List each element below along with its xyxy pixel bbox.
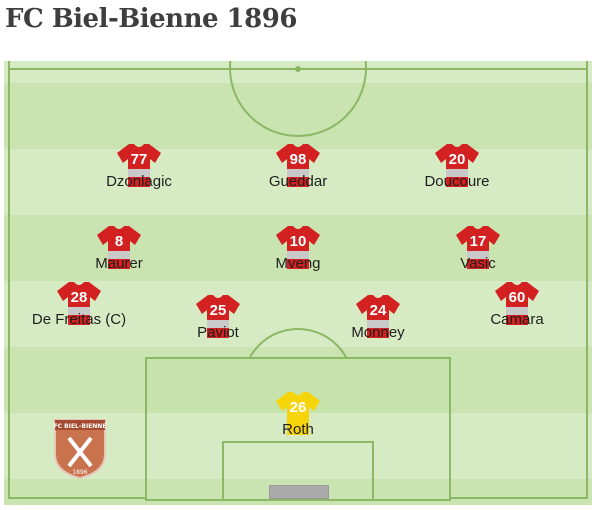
shirt-icon: 98 xyxy=(274,141,322,189)
player-number: 26 xyxy=(289,399,307,416)
shirt-icon: 8 xyxy=(95,223,143,271)
player-doucoure[interactable]: 20 Doucoure xyxy=(392,141,522,190)
player-number: 10 xyxy=(289,233,307,250)
player-number: 77 xyxy=(130,151,148,168)
club-crest: FC BIEL-BIENNE 1896 xyxy=(54,419,107,480)
player-number: 28 xyxy=(70,289,88,306)
player-name: Roth xyxy=(282,421,314,438)
player-name: Paviot xyxy=(197,324,239,341)
svg-text:FC BIEL-BIENNE: FC BIEL-BIENNE xyxy=(54,423,107,430)
player-number: 20 xyxy=(448,151,466,168)
pitch: FC BIEL-BIENNE 1896 77 Dzonlagic 98 Gued… xyxy=(4,61,592,505)
shirt-icon: 77 xyxy=(115,141,163,189)
shirt-icon: 24 xyxy=(354,292,402,340)
player-camara[interactable]: 60 Camara xyxy=(452,279,582,328)
shirt-icon: 25 xyxy=(194,292,242,340)
player-monney[interactable]: 24 Monney xyxy=(313,292,443,341)
player-vasic[interactable]: 17 Vasic xyxy=(413,223,543,272)
team-title: FC Biel-Bienne 1896 xyxy=(5,4,297,34)
player-number: 25 xyxy=(209,302,227,319)
player-number: 98 xyxy=(289,151,307,168)
player-number: 24 xyxy=(369,302,387,319)
player-roth[interactable]: 26 Roth xyxy=(233,389,363,438)
shirt-icon: 20 xyxy=(433,141,481,189)
player-name: Vasic xyxy=(460,255,496,272)
player-name: Doucoure xyxy=(424,173,490,190)
goal xyxy=(269,485,329,499)
player-de-freitas-c[interactable]: 28 De Freitas (C) xyxy=(14,279,144,328)
shirt-icon: 60 xyxy=(493,279,541,327)
centre-spot xyxy=(295,66,301,72)
player-name: Mveng xyxy=(275,255,321,272)
shirt-icon: 28 xyxy=(55,279,103,327)
shirt-icon: 26 xyxy=(274,389,322,437)
shirt-icon: 17 xyxy=(454,223,502,271)
player-mveng[interactable]: 10 Mveng xyxy=(233,223,363,272)
player-name: Maurer xyxy=(95,255,143,272)
player-name: Gueddar xyxy=(268,173,328,190)
player-number: 17 xyxy=(469,233,487,250)
player-name: De Freitas (C) xyxy=(31,311,127,328)
player-maurer[interactable]: 8 Maurer xyxy=(54,223,184,272)
player-dzonlagic[interactable]: 77 Dzonlagic xyxy=(74,141,204,190)
shirt-icon: 10 xyxy=(274,223,322,271)
player-gueddar[interactable]: 98 Gueddar xyxy=(233,141,363,190)
player-name: Camara xyxy=(490,311,544,328)
player-name: Monney xyxy=(351,324,405,341)
player-paviot[interactable]: 25 Paviot xyxy=(153,292,283,341)
player-number: 8 xyxy=(114,233,124,250)
goal-area xyxy=(222,441,374,501)
player-name: Dzonlagic xyxy=(106,173,172,190)
svg-text:1896: 1896 xyxy=(72,469,87,476)
player-number: 60 xyxy=(508,289,526,306)
